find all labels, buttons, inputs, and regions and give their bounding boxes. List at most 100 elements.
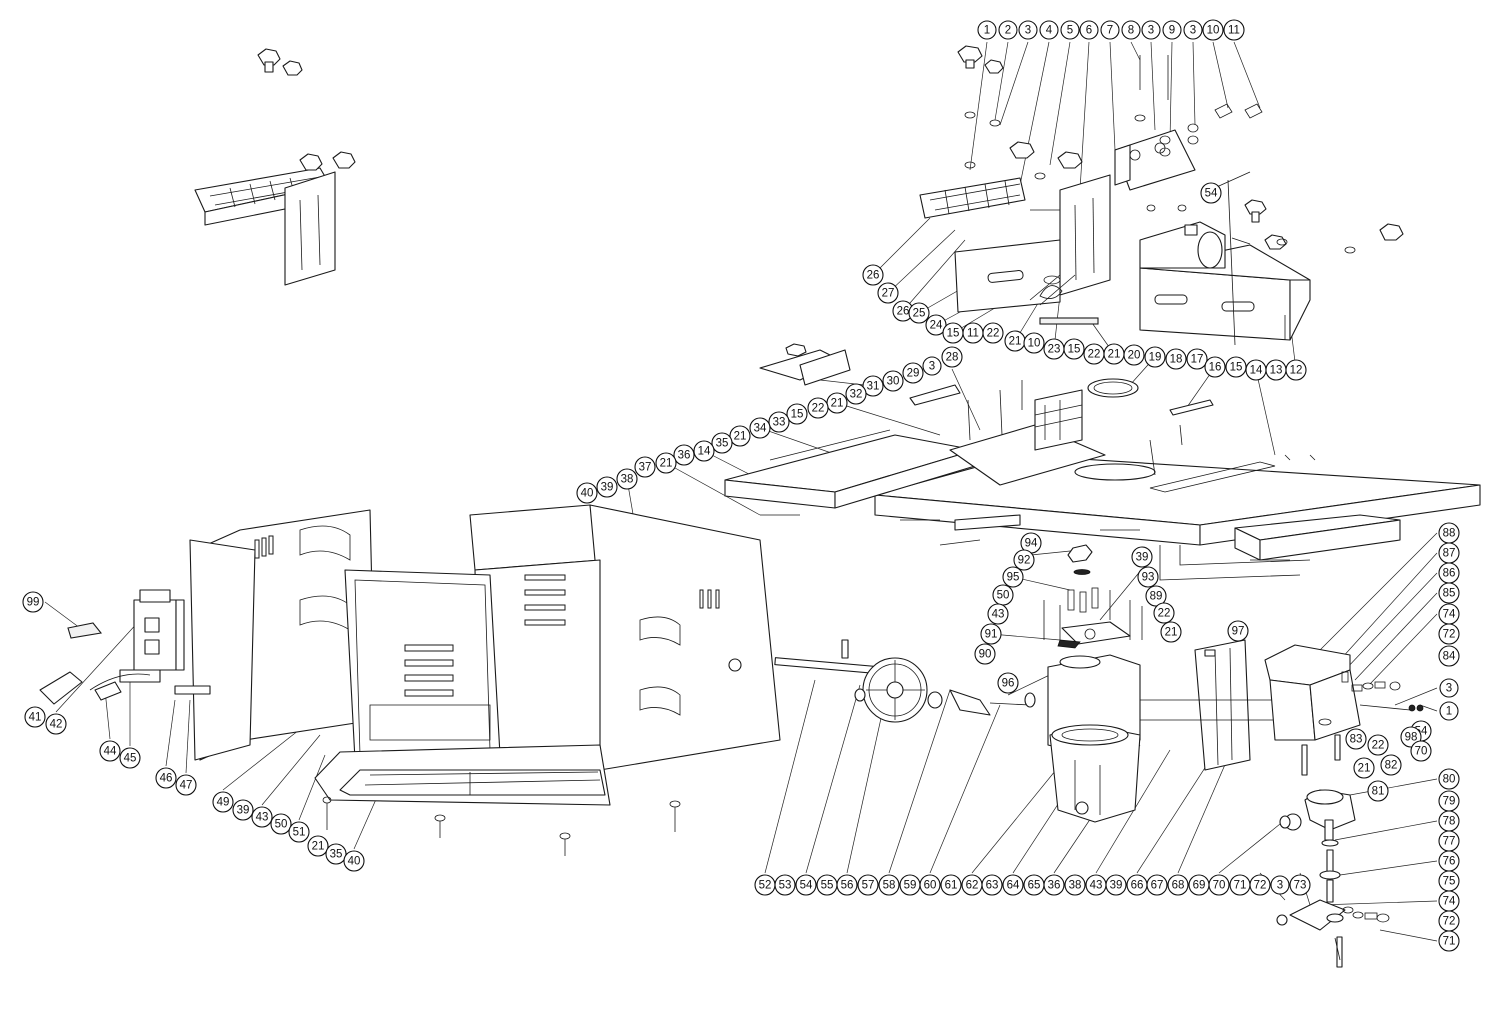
part-number: 36 [678,450,691,462]
knob-icon [1379,223,1404,241]
part-callout-15: 15 [1063,338,1085,360]
part-callout-3: 3 [1439,678,1459,698]
part-callout-7: 7 [1100,20,1120,40]
part-callout-11: 11 [962,322,984,344]
part-number: 22 [1372,740,1385,752]
part-callout-67: 67 [1146,874,1168,896]
part-number: 1 [984,25,990,37]
part-number: 39 [1136,552,1149,564]
part-callout-39: 39 [232,799,254,821]
part-number: 22 [987,328,1000,340]
part-number: 15 [791,409,804,421]
part-number: 16 [1209,362,1222,374]
part-callout-42: 42 [45,713,67,735]
part-number: 63 [986,880,999,892]
part-number: 60 [924,880,937,892]
part-number: 2 [1005,25,1011,37]
part-number: 93 [1142,572,1155,584]
part-number: 21 [1358,763,1371,775]
part-number: 18 [1170,354,1183,366]
part-number: 43 [992,609,1005,621]
part-callout-71: 71 [1438,930,1460,952]
part-callout-90: 90 [974,643,996,665]
part-callout-39: 39 [1105,874,1127,896]
part-callout-95: 95 [1002,566,1024,588]
part-number: 30 [887,376,900,388]
part-callout-88: 88 [1438,522,1460,544]
part-number: 25 [913,308,926,320]
cabinet-assembly [39,504,781,856]
part-number: 73 [1294,880,1307,892]
part-number: 10 [1207,25,1220,37]
part-callout-21: 21 [1103,343,1125,365]
knob-icon [282,60,303,76]
part-callout-20: 20 [1123,344,1145,366]
part-number: 66 [1131,880,1144,892]
part-callout-3: 3 [1018,20,1038,40]
part-number: 26 [867,270,880,282]
part-callout-66: 66 [1126,874,1148,896]
part-number: 92 [1018,555,1031,567]
part-callout-39: 39 [1131,546,1153,568]
part-callout-81: 81 [1367,780,1389,802]
part-number: 22 [1088,349,1101,361]
part-number: 40 [348,856,361,868]
part-number: 42 [50,719,63,731]
part-number: 3 [1148,25,1154,37]
part-callout-36: 36 [673,444,695,466]
part-callout-41: 41 [24,706,46,728]
part-callout-3: 3 [922,356,942,376]
part-number: 12 [1290,365,1303,377]
part-number: 84 [1443,651,1456,663]
part-callout-37: 37 [634,456,656,478]
part-number: 83 [1350,734,1363,746]
part-callout-10: 10 [1202,19,1224,41]
part-number: 52 [759,880,772,892]
part-callout-11: 11 [1223,19,1245,41]
part-callout-21: 21 [729,425,751,447]
part-number: 24 [930,320,943,332]
table-assembly [724,343,1481,581]
part-number: 69 [1193,880,1206,892]
part-number: 7 [1107,25,1113,37]
part-number: 88 [1443,528,1456,540]
part-number: 6 [1086,25,1092,37]
part-number: 47 [180,780,193,792]
part-number: 57 [862,880,875,892]
part-callout-56: 56 [836,874,858,896]
part-callout-92: 92 [1013,549,1035,571]
part-number: 78 [1443,816,1456,828]
part-number: 61 [945,880,958,892]
handwheel-assembly [774,639,1036,723]
part-number: 49 [217,797,230,809]
part-number: 15 [947,328,960,340]
part-number: 68 [1172,880,1185,892]
part-number: 31 [867,381,880,393]
part-callout-75: 75 [1438,870,1460,892]
part-number: 21 [734,431,747,443]
back-wall [469,504,601,571]
part-callout-82: 82 [1380,754,1402,776]
part-number: 82 [1385,760,1398,772]
shaft [774,657,876,674]
part-callout-26: 26 [892,300,914,322]
part-number: 71 [1234,880,1247,892]
part-callout-21: 21 [655,452,677,474]
motor-mount-plate [1061,621,1131,645]
part-callout-73: 73 [1289,874,1311,896]
part-callout-58: 58 [878,874,900,896]
part-number: 53 [779,880,792,892]
part-number: 34 [754,423,767,435]
part-number: 70 [1213,880,1226,892]
part-number: 13 [1270,365,1283,377]
part-callout-14: 14 [1245,359,1267,381]
part-number: 39 [237,805,250,817]
part-number: 38 [1069,880,1082,892]
plug [39,671,83,705]
part-number: 64 [1007,880,1020,892]
part-callout-15: 15 [942,322,964,344]
part-callout-43: 43 [251,806,273,828]
part-callout-14: 14 [693,440,715,462]
part-number: 85 [1443,588,1456,600]
